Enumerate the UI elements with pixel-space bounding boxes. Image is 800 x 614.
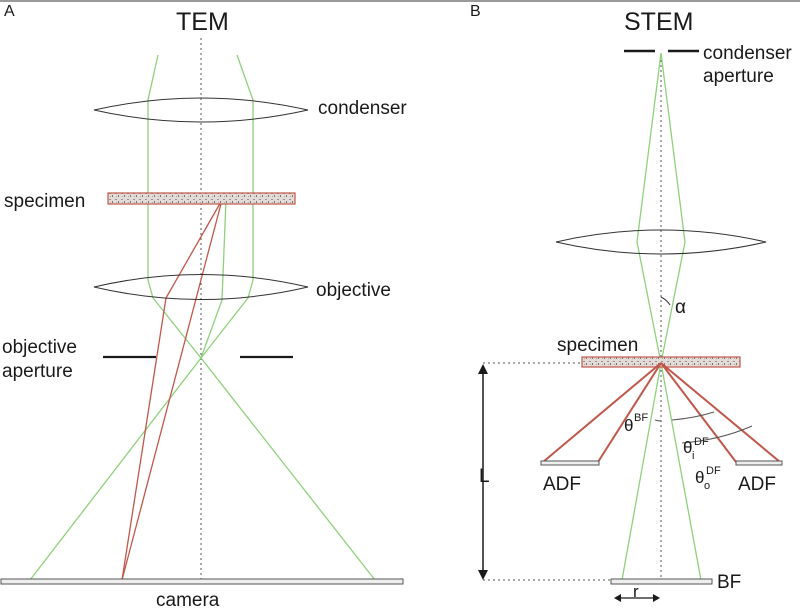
theta-o-df-arc xyxy=(681,425,753,444)
stem-beam-right xyxy=(660,52,686,364)
stem-beam xyxy=(621,52,702,581)
stem-probe-lens xyxy=(555,229,767,255)
stem-beam-left xyxy=(636,52,662,364)
stem-adf-left-label: ADF xyxy=(543,474,581,495)
tem-ray-left xyxy=(147,54,376,581)
panel-b-stem: B STEM condenser aperture α specimen xyxy=(470,3,792,602)
stem-red-ray-inner-right xyxy=(660,362,737,463)
tem-red-ray-2 xyxy=(121,199,223,581)
stem-specimen-label: specimen xyxy=(557,335,638,356)
stem-specimen xyxy=(581,356,741,368)
stem-l-label: L xyxy=(479,466,490,487)
tem-camera xyxy=(0,578,404,585)
stem-bf-cone-left xyxy=(621,362,662,581)
stem-adf-right-label: ADF xyxy=(738,474,776,495)
tem-camera-label: camera xyxy=(156,590,220,609)
stem-red-ray-outer-left xyxy=(542,362,662,463)
tem-illumination-rays xyxy=(29,54,376,581)
tem-specimen-label: specimen xyxy=(4,191,85,212)
stem-alpha-label: α xyxy=(675,297,686,318)
stem-red-ray-outer-right xyxy=(660,362,781,463)
stem-r-label: r xyxy=(633,582,639,601)
tem-condenser-lens xyxy=(93,97,309,123)
tem-objective-label: objective xyxy=(316,280,391,301)
stem-r-arrow-left xyxy=(614,594,621,602)
stem-theta-bf-symbol: θ xyxy=(624,416,633,435)
tem-diffracted-rays xyxy=(121,199,223,581)
tem-scatter-green xyxy=(200,199,227,359)
theta-bf-arc xyxy=(654,419,662,422)
stem-bf-cone-right xyxy=(660,362,702,581)
panel-b-letter: B xyxy=(470,3,481,20)
stem-red-ray-inner-left xyxy=(597,362,662,463)
stem-condenser-label-line2: aperture xyxy=(703,66,774,87)
stem-theta-i-sup: DF xyxy=(694,436,709,448)
stem-l-arrow-bottom xyxy=(478,570,488,580)
stem-r-arrow-right xyxy=(653,594,660,602)
stem-adf-right-detector xyxy=(735,460,783,466)
stem-condenser-label-line1: condenser xyxy=(703,43,792,64)
stem-scattered-rays xyxy=(542,362,781,463)
panel-b-title: STEM xyxy=(624,8,693,36)
stem-angle-arcs xyxy=(654,411,753,444)
tem-objective-lens xyxy=(93,274,309,300)
stem-theta-o-symbol: θ xyxy=(695,468,704,487)
stem-theta-i-sub: i xyxy=(692,450,694,462)
tem-ray-right xyxy=(29,54,254,581)
stem-alpha-arc xyxy=(660,296,671,306)
stem-theta-bf-sup: BF xyxy=(634,412,648,424)
tem-condenser-label: condenser xyxy=(318,98,407,119)
stem-theta-o-sup: DF xyxy=(706,465,721,477)
tem-aperture-label-line2: aperture xyxy=(2,361,73,382)
stem-theta-i-symbol: θ xyxy=(683,438,692,457)
panel-a-title: TEM xyxy=(176,8,229,36)
panel-a-letter: A xyxy=(4,3,15,20)
stem-bf-detector-label: BF xyxy=(717,572,741,593)
stem-theta-o-sub: o xyxy=(704,480,710,492)
stem-adf-left-detector xyxy=(540,460,600,466)
tem-aperture-label-line1: objective xyxy=(2,337,77,358)
stem-bf-detector xyxy=(610,578,713,585)
tem-specimen xyxy=(107,192,296,205)
theta-i-df-arc xyxy=(671,411,715,421)
panel-a-tem: A TEM condenser specimen objective objec… xyxy=(0,3,407,611)
stem-l-arrow-top xyxy=(478,364,488,374)
